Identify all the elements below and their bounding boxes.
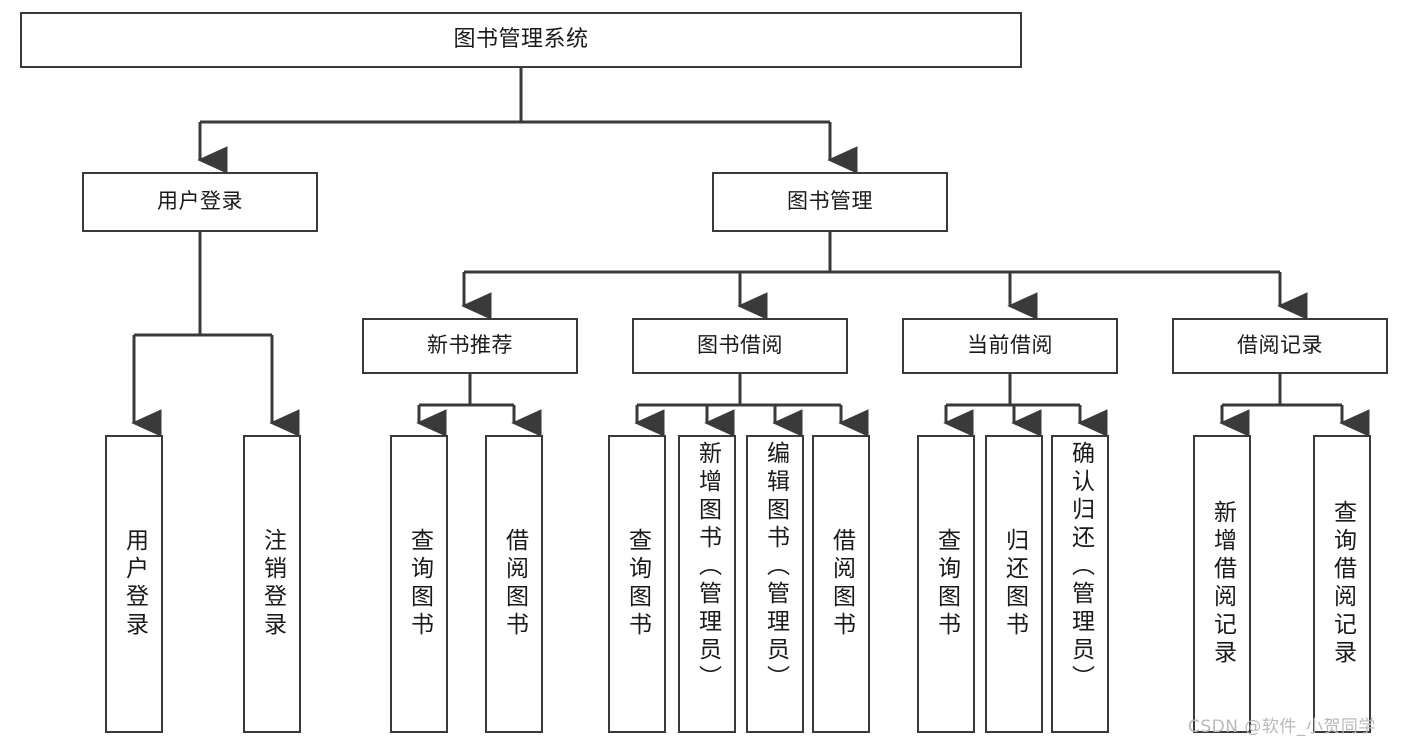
node-current-borrow[interactable]: 当前借阅: [902, 318, 1118, 374]
node-new-book-recommend[interactable]: 新书推荐: [362, 318, 578, 374]
node-leaf-query-record-label: 查询借阅记录: [1329, 500, 1356, 668]
node-book-borrow-label: 图书借阅: [697, 333, 783, 358]
node-leaf-add-book-label: 新增图书（管理员）: [694, 441, 721, 693]
node-new-book-recommend-label: 新书推荐: [427, 333, 513, 358]
node-leaf-query-book-1-label: 查询图书: [406, 528, 433, 640]
node-root[interactable]: 图书管理系统: [20, 12, 1022, 68]
node-leaf-edit-book-label: 编辑图书（管理员）: [762, 441, 789, 693]
node-leaf-confirm-return[interactable]: 确认归还（管理员）: [1051, 435, 1109, 733]
node-book-manage-label: 图书管理: [787, 189, 873, 214]
node-leaf-add-record[interactable]: 新增借阅记录: [1193, 435, 1251, 733]
node-book-manage[interactable]: 图书管理: [712, 172, 948, 232]
node-leaf-query-book-3-label: 查询图书: [933, 528, 960, 640]
node-leaf-logout-login[interactable]: 注销登录: [243, 435, 301, 733]
node-user-login[interactable]: 用户登录: [82, 172, 318, 232]
node-leaf-edit-book[interactable]: 编辑图书（管理员）: [746, 435, 804, 733]
node-leaf-borrow-book-1[interactable]: 借阅图书: [485, 435, 543, 733]
node-root-label: 图书管理系统: [453, 26, 589, 52]
node-leaf-query-book-2[interactable]: 查询图书: [608, 435, 666, 733]
node-leaf-confirm-return-label: 确认归还（管理员）: [1067, 441, 1094, 693]
node-leaf-add-book[interactable]: 新增图书（管理员）: [678, 435, 736, 733]
node-borrow-record-label: 借阅记录: [1237, 333, 1323, 358]
node-leaf-add-record-label: 新增借阅记录: [1209, 500, 1236, 668]
node-leaf-query-book-1[interactable]: 查询图书: [390, 435, 448, 733]
node-current-borrow-label: 当前借阅: [967, 333, 1053, 358]
node-leaf-user-login-label: 用户登录: [121, 528, 148, 640]
node-leaf-borrow-book-2[interactable]: 借阅图书: [812, 435, 870, 733]
node-book-borrow[interactable]: 图书借阅: [632, 318, 848, 374]
node-leaf-user-login[interactable]: 用户登录: [105, 435, 163, 733]
watermark: CSDN @软件_小贺同学: [1188, 717, 1376, 737]
node-leaf-borrow-book-2-label: 借阅图书: [828, 528, 855, 640]
node-leaf-query-book-2-label: 查询图书: [624, 528, 651, 640]
node-leaf-return-book[interactable]: 归还图书: [985, 435, 1043, 733]
node-leaf-query-record[interactable]: 查询借阅记录: [1313, 435, 1371, 733]
node-leaf-return-book-label: 归还图书: [1001, 528, 1028, 640]
node-user-login-label: 用户登录: [157, 189, 243, 214]
node-leaf-query-book-3[interactable]: 查询图书: [917, 435, 975, 733]
node-leaf-logout-login-label: 注销登录: [259, 528, 286, 640]
node-borrow-record[interactable]: 借阅记录: [1172, 318, 1388, 374]
node-leaf-borrow-book-1-label: 借阅图书: [501, 528, 528, 640]
